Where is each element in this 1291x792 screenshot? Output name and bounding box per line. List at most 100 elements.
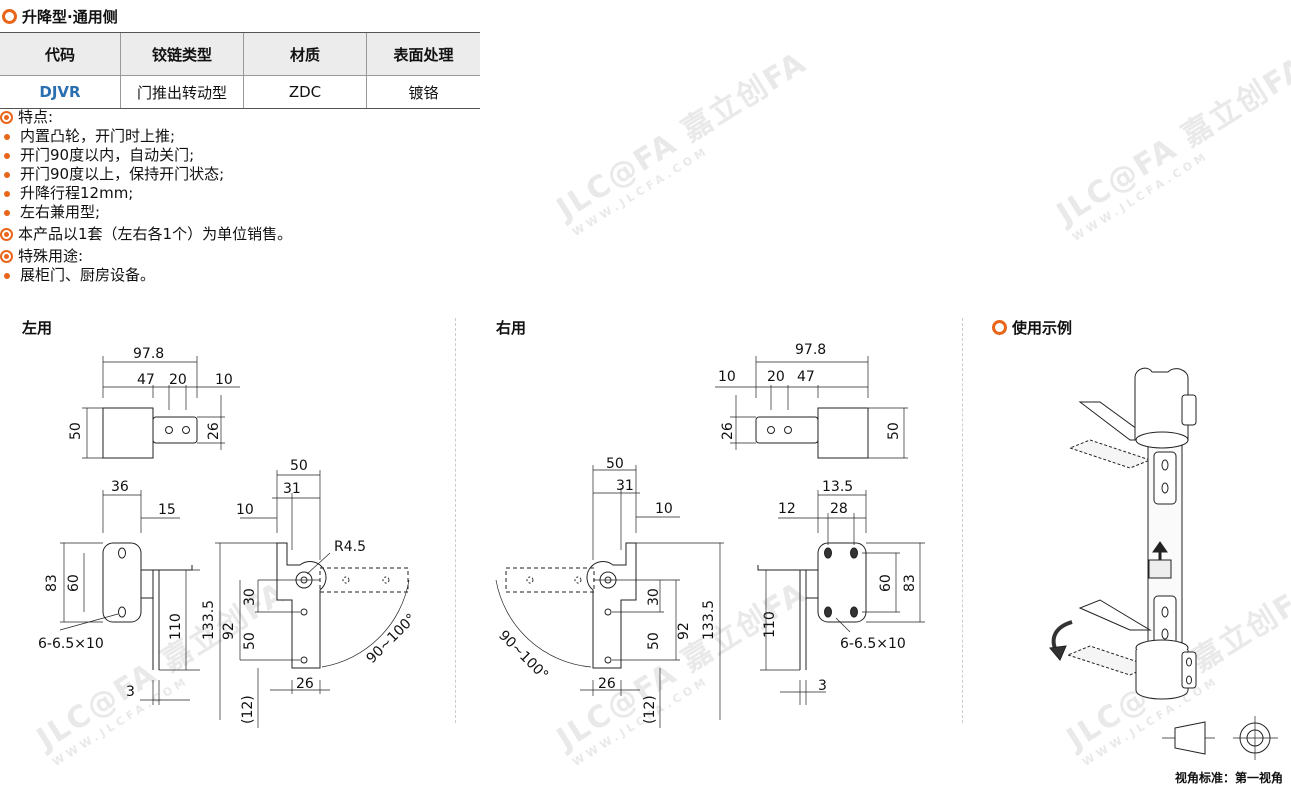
dim-label: 50 bbox=[242, 632, 258, 650]
dim-label: 10 bbox=[236, 502, 254, 518]
dim-label: 3 bbox=[126, 684, 135, 700]
dim-label: 30 bbox=[242, 588, 258, 606]
usage-illustration bbox=[1049, 367, 1197, 700]
right-top-view bbox=[715, 356, 908, 459]
divider bbox=[962, 318, 963, 723]
dim-label: 6-6.5×10 bbox=[38, 636, 104, 652]
dim-label: 26 bbox=[206, 422, 222, 440]
dim-label: 60 bbox=[878, 574, 894, 592]
dim-label: 50 bbox=[68, 422, 84, 440]
right-front-view bbox=[495, 465, 724, 728]
features-title-row: 特点: bbox=[0, 108, 292, 127]
dim-label: 31 bbox=[616, 478, 634, 494]
dim-label: 12 bbox=[778, 501, 796, 517]
special-use-text: 展柜门、厨房设备。 bbox=[20, 266, 156, 284]
surface-treatment: 镀铬 bbox=[366, 75, 480, 109]
left-use-label: 左用 bbox=[22, 319, 53, 337]
dim-label: 83 bbox=[902, 574, 918, 592]
dim-label: 47 bbox=[797, 369, 815, 385]
dim-label: 13.5 bbox=[822, 479, 853, 495]
sale-note: 本产品以1套（左右各1个）为单位销售。 bbox=[18, 225, 293, 243]
right-side-view bbox=[757, 490, 925, 705]
dim-label: 10 bbox=[718, 369, 736, 385]
material: ZDC bbox=[243, 75, 367, 109]
dim-label: 10 bbox=[215, 372, 233, 388]
dim-label: 133.5 bbox=[201, 600, 217, 640]
dim-label: (12) bbox=[642, 695, 658, 724]
dim-label: 50 bbox=[646, 632, 662, 650]
left-top-view bbox=[82, 356, 240, 459]
dim-label: 97.8 bbox=[133, 346, 164, 362]
dim-label: 47 bbox=[137, 372, 155, 388]
features-title: 特点: bbox=[18, 108, 54, 126]
bullet-icon bbox=[4, 133, 10, 140]
dim-label: 50 bbox=[290, 458, 308, 474]
left-front-view bbox=[215, 470, 410, 728]
section-header: 升降型·通用侧 bbox=[2, 6, 118, 27]
product-code: DJVR bbox=[0, 75, 121, 109]
feature-text: 内置凸轮，开门时上推; bbox=[20, 127, 176, 145]
divider bbox=[455, 318, 456, 723]
dim-label: 20 bbox=[169, 372, 187, 388]
table-row: DJVR 门推出转动型 ZDC 镀铬 bbox=[0, 75, 480, 109]
table-header-cell: 表面处理 bbox=[366, 32, 480, 76]
dim-label: 15 bbox=[158, 502, 176, 518]
dim-label: 83 bbox=[44, 574, 60, 592]
table-header-cell: 代码 bbox=[0, 32, 121, 76]
dim-label: R4.5 bbox=[334, 539, 366, 555]
dim-label: 20 bbox=[767, 369, 785, 385]
dim-label: 92 bbox=[676, 622, 692, 640]
dim-label: 110 bbox=[168, 613, 184, 640]
right-use-label: 右用 bbox=[496, 319, 527, 337]
dim-label: 50 bbox=[606, 456, 624, 472]
target-icon bbox=[0, 250, 13, 263]
dim-label: 110 bbox=[762, 611, 778, 638]
dim-label: 28 bbox=[830, 501, 848, 517]
dim-label: 90~100° bbox=[495, 628, 551, 684]
target-icon bbox=[0, 111, 13, 124]
list-item: 内置凸轮，开门时上推; bbox=[0, 127, 292, 146]
list-item: 左右兼用型; bbox=[0, 203, 292, 222]
bullet-icon bbox=[4, 152, 10, 159]
dim-label: 92 bbox=[221, 622, 237, 640]
left-side-view bbox=[59, 490, 200, 705]
list-item: 升降行程12mm; bbox=[0, 184, 292, 203]
dim-label: 50 bbox=[886, 422, 902, 440]
bullet-icon bbox=[4, 272, 10, 279]
first-angle-projection-icon bbox=[1162, 716, 1278, 760]
section-ring-icon bbox=[992, 320, 1007, 335]
dim-label: 3 bbox=[818, 678, 827, 694]
dim-label: 31 bbox=[283, 481, 301, 497]
dim-label: 60 bbox=[66, 574, 82, 592]
section-ring-icon bbox=[2, 9, 17, 24]
table-header-row: 代码 铰链类型 材质 表面处理 bbox=[0, 32, 480, 76]
dim-label: 10 bbox=[655, 501, 673, 517]
dim-label: 30 bbox=[646, 588, 662, 606]
dim-label: 36 bbox=[111, 479, 129, 495]
table-header-cell: 材质 bbox=[243, 32, 367, 76]
list-item: 开门90度以内，自动关门; bbox=[0, 146, 292, 165]
list-item: 开门90度以上，保持开门状态; bbox=[0, 165, 292, 184]
dim-label: 26 bbox=[720, 422, 736, 440]
dim-label: 97.8 bbox=[795, 342, 826, 358]
list-item: 展柜门、厨房设备。 bbox=[0, 266, 292, 285]
hinge-type: 门推出转动型 bbox=[120, 75, 244, 109]
sale-note-row: 本产品以1套（左右各1个）为单位销售。 bbox=[0, 225, 292, 244]
table-header-cell: 铰链类型 bbox=[120, 32, 244, 76]
dim-label: 90~100° bbox=[364, 611, 420, 667]
dim-label: 26 bbox=[598, 676, 616, 692]
feature-text: 开门90度以内，自动关门; bbox=[20, 146, 195, 164]
feature-text: 左右兼用型; bbox=[20, 203, 101, 221]
special-use-title-row: 特殊用途: bbox=[0, 247, 292, 266]
bullet-icon bbox=[4, 209, 10, 216]
dim-label: (12) bbox=[240, 695, 256, 724]
feature-text: 升降行程12mm; bbox=[20, 184, 134, 202]
feature-text: 开门90度以上，保持开门状态; bbox=[20, 165, 225, 183]
features-block: 特点: 内置凸轮，开门时上推; 开门90度以内，自动关门; 开门90度以上，保持… bbox=[0, 108, 292, 285]
special-use-title: 特殊用途: bbox=[18, 247, 84, 265]
dim-label: 133.5 bbox=[701, 600, 717, 640]
spec-table: 代码 铰链类型 材质 表面处理 DJVR 门推出转动型 ZDC 镀铬 bbox=[0, 32, 480, 109]
target-icon bbox=[0, 228, 13, 241]
dim-label: 6-6.5×10 bbox=[840, 636, 906, 652]
usage-example-title: 使用示例 bbox=[992, 317, 1072, 338]
